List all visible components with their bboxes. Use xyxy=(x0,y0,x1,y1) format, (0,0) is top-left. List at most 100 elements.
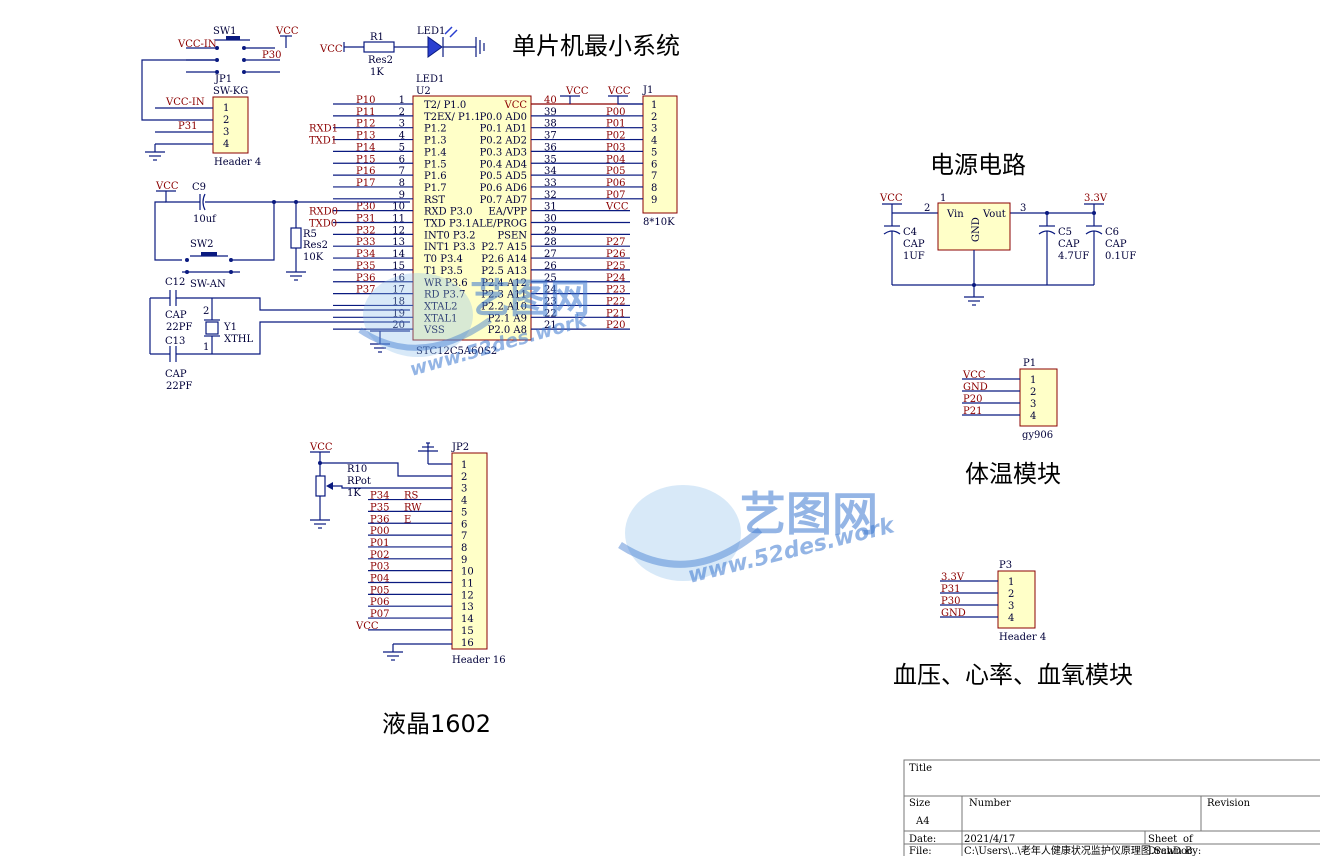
tb-title-label: Title xyxy=(909,763,932,774)
mcu-net-label: P20 xyxy=(606,320,625,331)
led-vcc-label: VCC xyxy=(319,44,343,55)
jp2-signal-6: E xyxy=(404,514,411,525)
jp2-net-14: P07 xyxy=(370,609,389,620)
jp2-pin-10: 10 xyxy=(461,567,474,578)
mcu-net-label: VCC xyxy=(605,202,629,213)
j1-part: 8*10K xyxy=(643,217,675,228)
mcu-uart-label: RXD0 xyxy=(309,207,338,218)
p3-net-4: GND xyxy=(941,608,966,619)
mcu-pin-number: 40 xyxy=(544,95,557,106)
mcu-net-label: P31 xyxy=(356,214,375,225)
mcu-net-label: P24 xyxy=(606,273,625,284)
tb-number-label: Number xyxy=(969,798,1011,809)
mcu-pin-number: 17 xyxy=(392,285,405,296)
mcu-section-title: 单片机最小系统 xyxy=(512,32,680,60)
mcu-pin-number: 2 xyxy=(399,107,405,118)
reg-pin2: 2 xyxy=(924,203,930,214)
r5-designator: R5 xyxy=(303,229,317,240)
mcu-pin-number: 32 xyxy=(544,190,557,201)
mcu-pin-name: P1.5 xyxy=(424,159,447,170)
mcu-net-label: P22 xyxy=(606,296,625,307)
jp2-pin-4: 4 xyxy=(461,496,467,507)
p1-net-2: GND xyxy=(963,382,988,393)
mcu-pin-name: RXD P3.0 xyxy=(424,207,472,218)
mcu-pin-name: P0.5 AD5 xyxy=(480,171,527,182)
mcu-pin-number: 4 xyxy=(399,131,405,142)
mcu-pin-number: 24 xyxy=(544,285,557,296)
power-section-title: 电源电路 xyxy=(930,151,1026,179)
mcu-pin-9: 9 RST xyxy=(333,190,445,206)
p1-pin-4: 4 xyxy=(1030,411,1036,422)
mcu-pin-name: RD P3.7 xyxy=(424,290,465,301)
tb-size-label: Size xyxy=(909,798,930,809)
jp2-pin-3: 3 xyxy=(461,484,467,495)
c4-part: CAP xyxy=(903,239,925,250)
mcu-pin-number: 33 xyxy=(544,178,557,189)
mcu-net-label: P04 xyxy=(606,154,625,165)
tb-size-value: A4 xyxy=(915,816,930,827)
mcu-pin-number: 5 xyxy=(399,142,405,153)
mcu-pin-number: 28 xyxy=(544,237,557,248)
r10-value: 1K xyxy=(347,488,361,499)
mcu-pin-number: 9 xyxy=(399,190,405,201)
p3-net-2: P31 xyxy=(941,584,960,595)
c12-value: 22PF xyxy=(166,322,192,333)
mcu-pin-name: RST xyxy=(424,195,445,206)
mcu-pin-name: P2.4 A12 xyxy=(481,278,527,289)
tb-file-value: C:\Users\..\老年人健康状况监护仪原理图.SchDoc xyxy=(964,844,1193,856)
jp2-pin-7: 7 xyxy=(461,531,467,542)
jp2-net-5: P35 xyxy=(370,502,389,513)
mcu-pin-number: 10 xyxy=(392,202,405,213)
jp1-pin-3: 3 xyxy=(223,127,229,138)
mcu-pin-number: 31 xyxy=(544,202,557,213)
mcu-pin-number: 19 xyxy=(392,308,405,319)
mcu-pin-number: 6 xyxy=(399,154,405,165)
c12-designator: C12 xyxy=(165,277,185,288)
tb-date-label: Date: xyxy=(909,834,936,845)
mcu-pin-number: 34 xyxy=(544,166,557,177)
c9-value: 10uf xyxy=(193,214,217,225)
jp2-pin-13: 13 xyxy=(461,602,474,613)
p1-net-4: P21 xyxy=(963,406,982,417)
reg-vout: Vout xyxy=(982,209,1006,220)
jp2-net-4: P34 xyxy=(370,491,389,502)
mcu-pin-number: 21 xyxy=(544,320,557,331)
mcu-pin-number: 30 xyxy=(544,214,557,225)
mcu-net-label: P35 xyxy=(356,261,375,272)
mcu-net-label: P02 xyxy=(606,131,625,142)
r5-part: Res2 xyxy=(303,240,328,251)
mcu-net-label: P25 xyxy=(606,261,625,272)
tb-sheet-label: Sheet xyxy=(1148,834,1177,845)
mcu-pin-number: 27 xyxy=(544,249,557,260)
j1-pin-5: 5 xyxy=(651,147,657,158)
p3-pin-2: 2 xyxy=(1008,589,1014,600)
mcu-pin-name: T2/ P1.0 xyxy=(424,100,466,111)
jp1-part: SW-KG xyxy=(213,86,248,97)
p1-pin-3: 3 xyxy=(1030,399,1036,410)
mcu-net-label: P16 xyxy=(356,166,375,177)
mcu-pin-name: XTAL2 xyxy=(424,301,457,312)
y1-part: XTHL xyxy=(224,334,254,345)
mcu-pin-name: T2EX/ P1.1 xyxy=(424,112,481,123)
led1-designator: LED1 xyxy=(417,26,445,37)
jp2-pin-14: 14 xyxy=(461,614,474,625)
power-circuit: VCC 3.3V 1 2 3 Vin Vout GND C4 CAP 1UF C… xyxy=(879,193,1136,306)
mcu-pin-name: P2.2 A10 xyxy=(481,301,527,312)
mcu-net-label: P12 xyxy=(356,119,375,130)
